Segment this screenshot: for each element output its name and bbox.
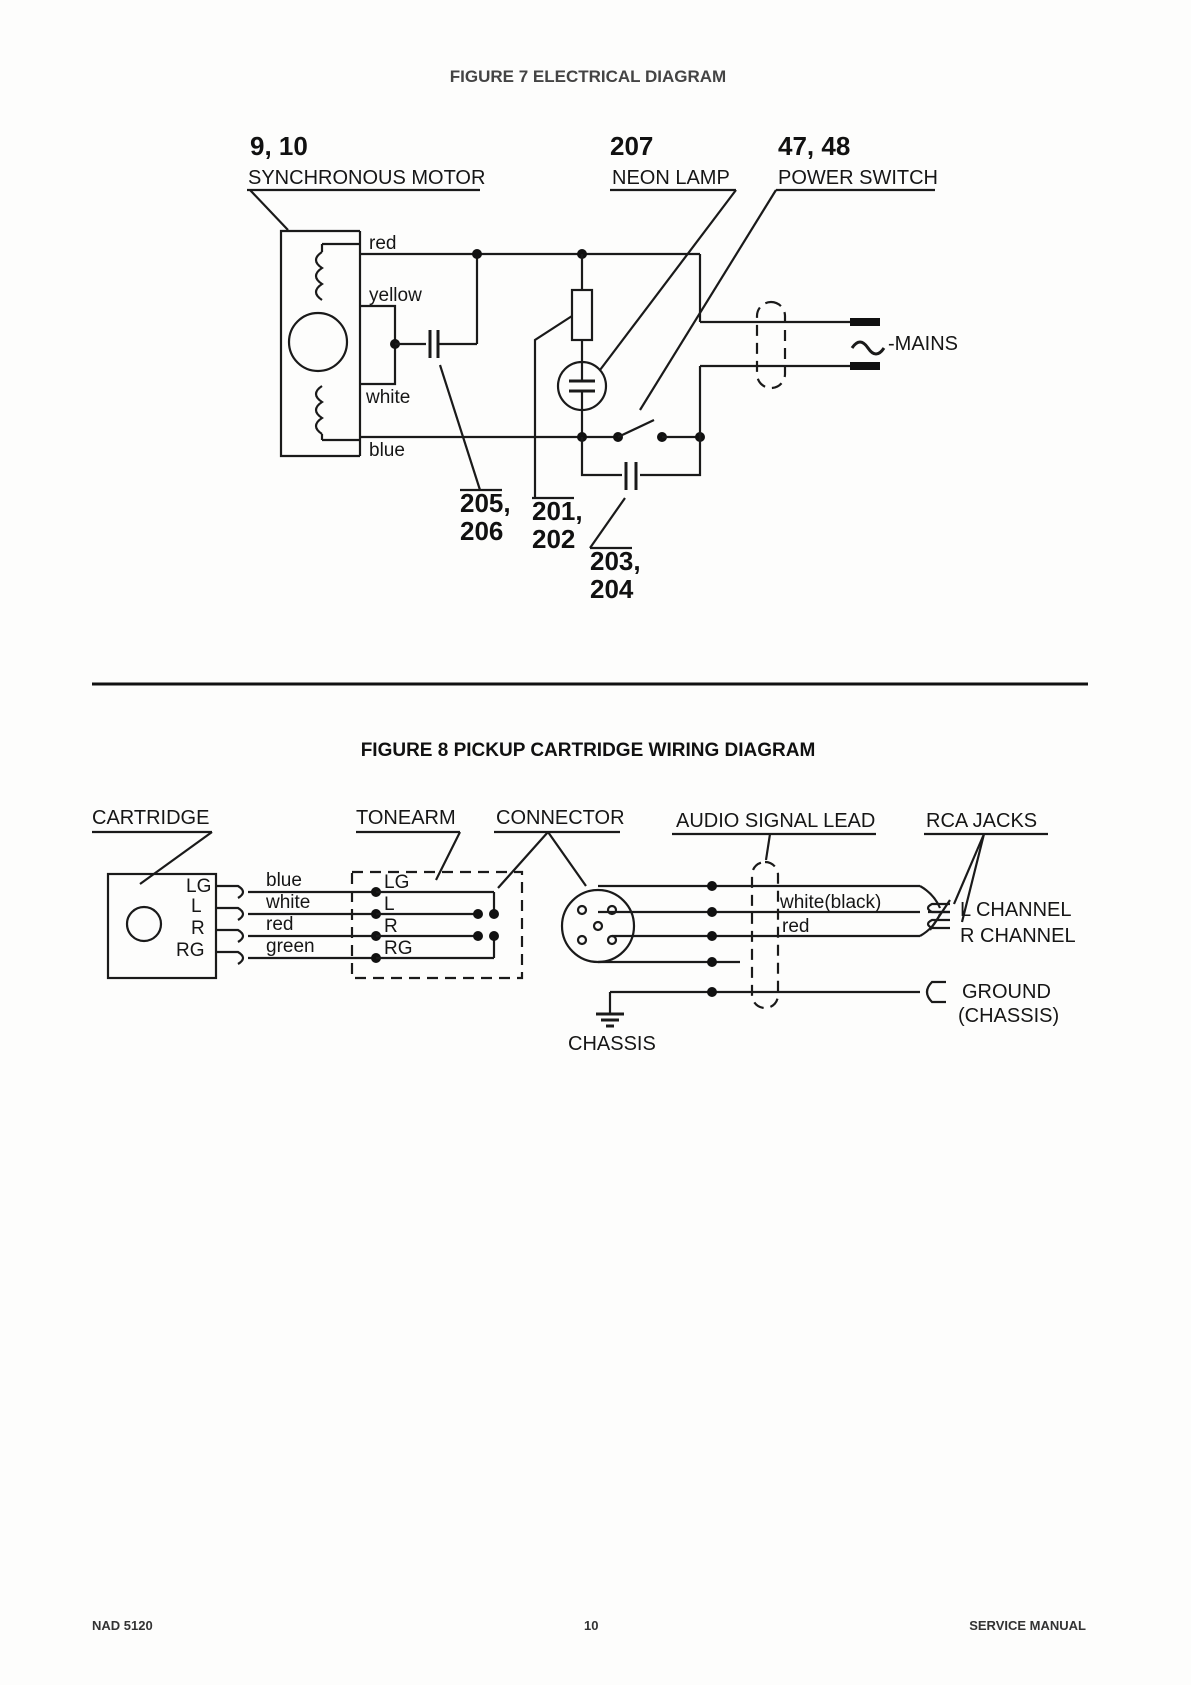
din-connector-symbol: [560, 888, 636, 964]
resistor-201-202-symbol: [570, 288, 594, 342]
lamp-ref: 207: [610, 131, 653, 161]
wire-yellow-label: yellow: [369, 285, 422, 306]
wire-blue-label: blue: [369, 440, 405, 461]
yellow-white-junction: [360, 304, 397, 386]
ground-jack-symbol: [925, 980, 946, 1004]
rca-leader: [960, 833, 986, 923]
l-channel-label: L CHANNEL: [960, 899, 1072, 921]
connector-leader: [547, 831, 587, 887]
footer-manual-title: SERVICE MANUAL: [969, 1618, 1086, 1633]
cartridge-pin-r: R: [191, 918, 205, 939]
chassis-label: CHASSIS: [568, 1033, 656, 1055]
wire-red-label: red: [369, 233, 396, 254]
rca-label: RCA JACKS: [926, 810, 1037, 832]
cap-205-ref-a: 205,: [460, 488, 511, 518]
motor-leader-line: [249, 189, 289, 231]
synchronous-motor-symbol: [279, 229, 362, 458]
cap-203-ref-b: 204: [590, 574, 634, 604]
tonearm-pin-dots: [371, 887, 381, 963]
r-channel-label: R CHANNEL: [960, 925, 1076, 947]
wire-white-label: white: [365, 387, 410, 408]
figure7-title: FIGURE 7 ELECTRICAL DIAGRAM: [450, 67, 726, 86]
wire-white-label: white: [265, 892, 310, 913]
ground-label: GROUND: [962, 981, 1051, 1003]
connector-leader: [497, 831, 549, 889]
cartridge-stylus-icon: [125, 905, 163, 943]
audio-lead-label: AUDIO SIGNAL LEAD: [676, 810, 875, 832]
tonearm-internal-wires: [376, 890, 499, 960]
wire-blue-label: blue: [266, 870, 302, 891]
ground-chassis-label: (CHASSIS): [958, 1005, 1059, 1027]
cap-205-leader: [438, 364, 482, 491]
switch-leader-line: [639, 189, 777, 411]
resistor-leader: [533, 315, 573, 498]
motor-ref: 9, 10: [250, 131, 308, 161]
wire-red-label: red: [266, 914, 293, 935]
tonearm-pin-r: R: [384, 916, 398, 937]
ac-sine-icon: [850, 340, 886, 356]
footer-page-number: 10: [584, 1618, 598, 1633]
motor-label: SYNCHRONOUS MOTOR: [248, 167, 485, 189]
cap-205-ref-b: 206: [460, 516, 503, 546]
switch-ref: 47, 48: [778, 131, 850, 161]
tonearm-leader: [435, 831, 461, 881]
cartridge-pin-rg: RG: [176, 940, 205, 961]
cartridge-wires: [248, 890, 376, 960]
capacitor-203-204-symbol: [624, 462, 638, 490]
tonearm-label: TONEARM: [356, 807, 456, 829]
lamp-label: NEON LAMP: [612, 167, 730, 189]
cap-203-wire-left: [580, 437, 622, 477]
footer-model: NAD 5120: [92, 1618, 153, 1633]
wire-green-label: green: [266, 936, 315, 957]
power-switch-blade: [617, 419, 655, 438]
audio-lead-leader: [764, 833, 772, 861]
switch-label: POWER SWITCH: [778, 167, 938, 189]
mains-label: -MAINS: [888, 333, 958, 355]
cap-203-wire-right: [640, 437, 702, 477]
tonearm-pin-l: L: [384, 894, 395, 915]
cartridge-leader: [139, 831, 213, 885]
connector-label: CONNECTOR: [496, 807, 625, 829]
cartridge-pin-l: L: [191, 896, 202, 917]
neon-lamp-symbol: [556, 360, 608, 412]
lamp-leader-line: [599, 189, 737, 371]
chassis-ground-icon: [596, 1012, 624, 1028]
resistor-ref-a: 201,: [532, 496, 583, 526]
cartridge-pin-clips: [216, 884, 245, 965]
cap-203-ref-a: 203,: [590, 546, 641, 576]
audio-signal-lead-wires: [598, 881, 920, 997]
figure8-title: FIGURE 8 PICKUP CARTRIDGE WIRING DIAGRAM: [361, 740, 816, 761]
mains-plug-symbol: [850, 318, 880, 370]
cartridge-body: [106, 872, 218, 980]
mains-cable-shield: [755, 300, 787, 390]
tonearm-pin-rg: RG: [384, 938, 413, 959]
junction-dot: [472, 249, 482, 259]
tonearm-pin-lg: LG: [384, 872, 409, 893]
cap-203-leader: [589, 497, 626, 549]
tonearm-box: [350, 870, 524, 980]
audio-lead-shield: [750, 860, 780, 1010]
cartridge-pin-lg: LG: [186, 876, 211, 897]
rca-jack-symbols: [919, 885, 951, 937]
capacitor-205-206-symbol: [428, 330, 440, 358]
lead-red-label: red: [782, 916, 809, 937]
lead-white-label: white(black): [779, 892, 881, 913]
cartridge-label: CARTRIDGE: [92, 807, 209, 829]
resistor-ref-b: 202: [532, 524, 575, 554]
rca-leader: [952, 833, 986, 905]
